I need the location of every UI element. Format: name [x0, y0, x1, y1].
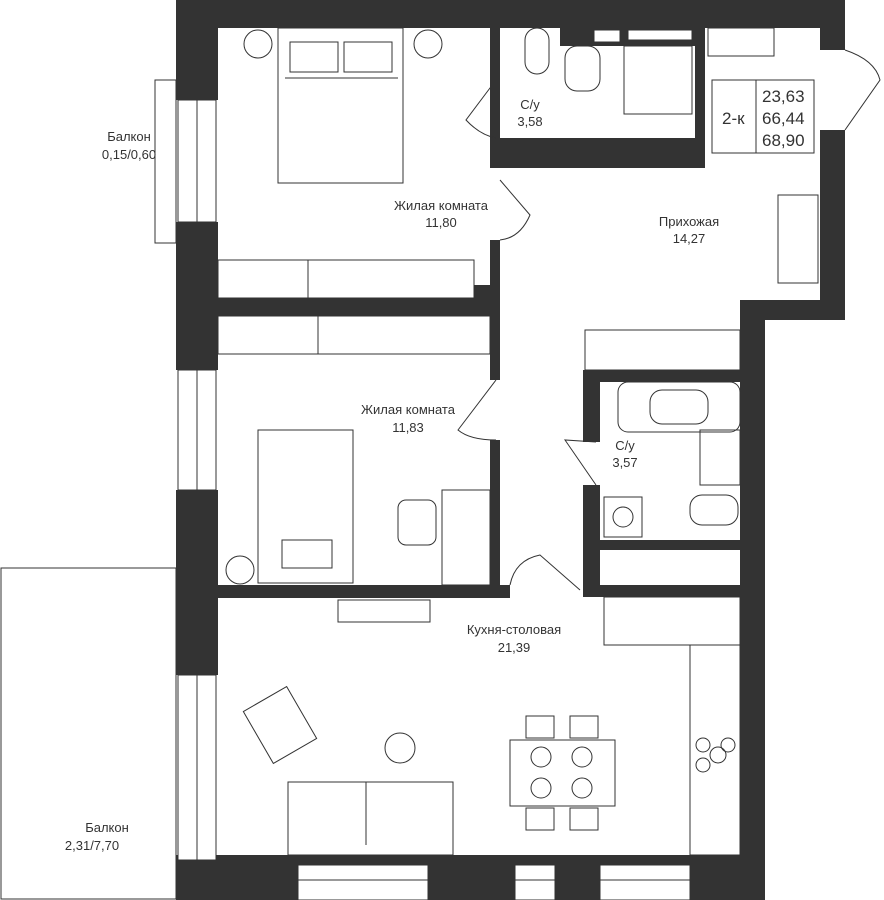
washing-machine [603, 496, 643, 538]
toilet [524, 27, 550, 75]
balcony-large-name: Балкон [85, 820, 129, 835]
bathroom2-name: С/у [615, 438, 635, 453]
kitchen-counter [603, 596, 741, 646]
hallway-name: Прихожая [659, 214, 719, 229]
bathroom1-area: 3,58 [517, 114, 542, 129]
balcony-small [154, 79, 177, 244]
walls [176, 0, 845, 900]
total-area: 66,44 [762, 109, 805, 128]
total-area-with-balcony: 68,90 [762, 131, 805, 150]
balcony-small-area: 0,15/0,60 [102, 147, 156, 162]
bedroom1-area: 11,80 [425, 215, 457, 230]
apartment-info-box: 2-к 23,63 66,44 68,90 [711, 79, 815, 154]
bedroom2-area: 11,83 [392, 420, 424, 435]
sofa [287, 781, 454, 856]
chair [397, 499, 437, 546]
balcony-large-area: 2,31/7,70 [65, 838, 119, 853]
single-bed [257, 429, 354, 584]
furniture [217, 27, 819, 856]
balcony-small-name: Балкон [107, 129, 151, 144]
wardrobe [307, 259, 475, 299]
bathroom2-area: 3,57 [612, 455, 637, 470]
apartment-type: 2-к [722, 109, 745, 128]
double-bed [277, 27, 404, 184]
dining-table [509, 739, 616, 807]
kitchen-name: Кухня-столовая [467, 622, 561, 637]
armchair [242, 685, 318, 765]
shoe-rack [707, 27, 775, 57]
sink [699, 429, 741, 486]
bedroom2-name: Жилая комната [361, 402, 456, 417]
kitchen-area: 21,39 [498, 640, 531, 655]
windows [177, 29, 693, 900]
bedroom1-name: Жилая комната [394, 198, 489, 213]
bathtub [617, 381, 741, 433]
coffee-table [384, 732, 416, 764]
bathroom1-name: С/у [520, 97, 540, 112]
desk [441, 489, 491, 586]
nightstand-lamp [243, 29, 273, 59]
shower [623, 45, 693, 115]
doors [457, 49, 881, 591]
balcony-large [0, 567, 177, 900]
hallway-area: 14,27 [673, 231, 706, 246]
hall-wardrobe [777, 194, 819, 284]
tv [337, 599, 431, 623]
living-area: 23,63 [762, 87, 805, 106]
